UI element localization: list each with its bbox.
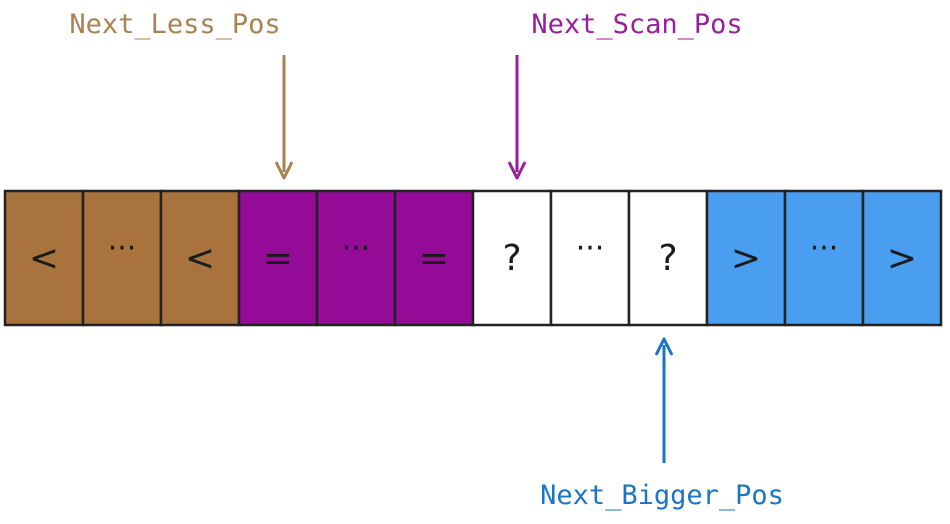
- array-cell-symbol: >: [887, 238, 917, 279]
- array-cell-greater: [705, 189, 787, 327]
- next-scan-arrowhead: [507, 161, 527, 180]
- next-less-arrowhead: [274, 161, 294, 180]
- next-scan-pos-label: Next_Scan_Pos: [531, 9, 742, 40]
- next-less-pos-label: Next_Less_Pos: [69, 9, 280, 40]
- array-cell-unknown: [471, 189, 553, 327]
- array-cell-less: [3, 189, 85, 327]
- array-cell-symbol: ···: [810, 231, 839, 266]
- array-cells: < ··· < = ··· =? ···? > ··· >: [3, 189, 943, 327]
- array-cell-unknown: [627, 189, 709, 327]
- array-cell-symbol: ···: [342, 231, 371, 266]
- array-cell-symbol: =: [419, 238, 449, 279]
- array-cell-equal: [393, 189, 475, 327]
- next-less-pointer: Next_Less_Pos: [69, 9, 294, 180]
- array-cell-symbol: <: [29, 238, 59, 279]
- array-cell-symbol: <: [185, 238, 215, 279]
- array-cell-greater: [861, 189, 943, 327]
- next-bigger-pos-label: Next_Bigger_Pos: [540, 480, 784, 511]
- array-cell-less: [159, 189, 241, 327]
- array-cell-symbol: ?: [658, 238, 677, 279]
- next-bigger-arrowhead: [654, 337, 674, 356]
- array-cell-unknown: [549, 189, 631, 327]
- array-cell-symbol: ···: [108, 231, 137, 266]
- array-cell-symbol: ···: [576, 231, 605, 266]
- array-cell-symbol: =: [263, 238, 293, 279]
- array-cell-symbol: ?: [502, 238, 521, 279]
- next-bigger-pointer: Next_Bigger_Pos: [540, 337, 784, 511]
- array-cell-symbol: >: [731, 238, 761, 279]
- next-scan-pointer: Next_Scan_Pos: [507, 9, 743, 180]
- array-cell-less: [81, 189, 163, 327]
- array-cell-equal: [315, 189, 397, 327]
